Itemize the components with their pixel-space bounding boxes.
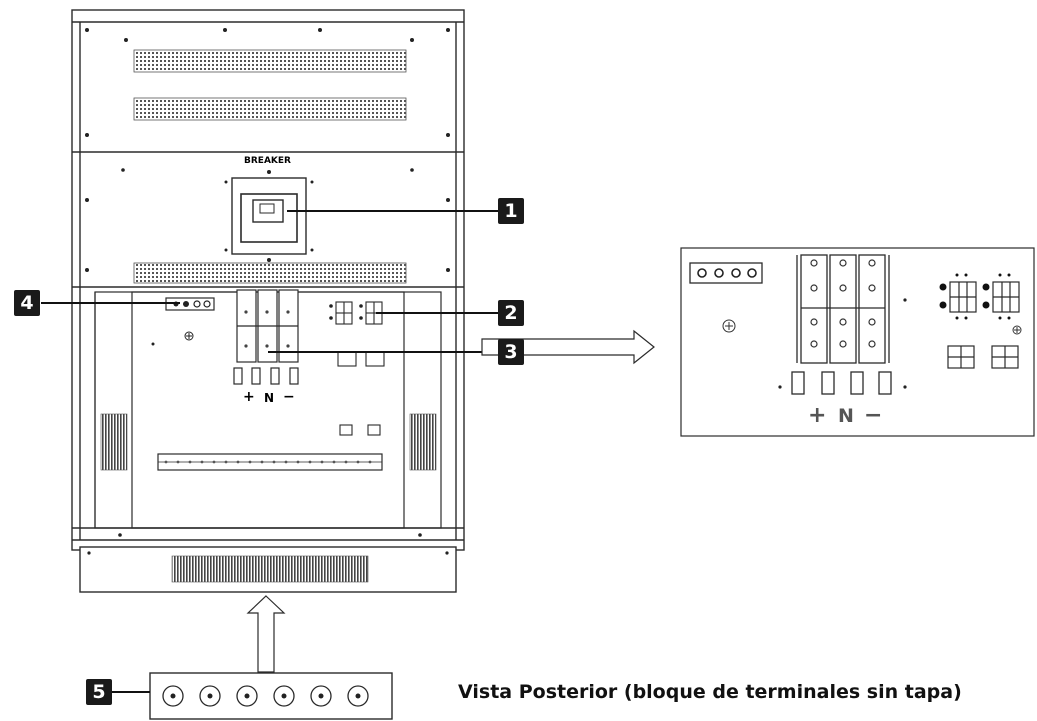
ground-symbol (184, 331, 194, 341)
detail-neutral-symbol: N (838, 405, 854, 427)
dc-terminal-bars (233, 289, 299, 385)
bottom-terminal-strip (149, 672, 393, 720)
cabinet-base (79, 546, 457, 593)
callout-3: 3 (498, 339, 524, 365)
callout-2: 2 (498, 300, 524, 326)
callout-5: 5 (86, 679, 112, 705)
detail-plus-symbol: + (808, 403, 827, 428)
callout-1: 1 (498, 198, 524, 224)
breaker-switch (224, 170, 314, 262)
input-terminal-blocks (335, 301, 385, 436)
terminal-detail-view (680, 247, 1035, 437)
diagram-caption: Vista Posterior (bloque de terminales si… (458, 681, 962, 703)
breaker-label: BREAKER (244, 156, 291, 166)
terminal-minus-symbol: − (283, 389, 295, 405)
callout-leaders (41, 210, 498, 693)
terminal-neutral-symbol: N (264, 391, 275, 405)
detail-minus-symbol: − (864, 403, 883, 428)
side-vent-grilles (100, 413, 437, 471)
communication-port-plate (165, 297, 215, 311)
upper-vent-grilles (133, 49, 407, 284)
up-arrow (246, 595, 286, 673)
din-rail (157, 453, 383, 471)
callout-4: 4 (14, 290, 40, 316)
terminal-block-dots (329, 304, 363, 320)
terminal-plus-symbol: + (243, 389, 255, 405)
dc-terminal-bolts (244, 310, 290, 348)
cabinet-screws (85, 28, 450, 537)
